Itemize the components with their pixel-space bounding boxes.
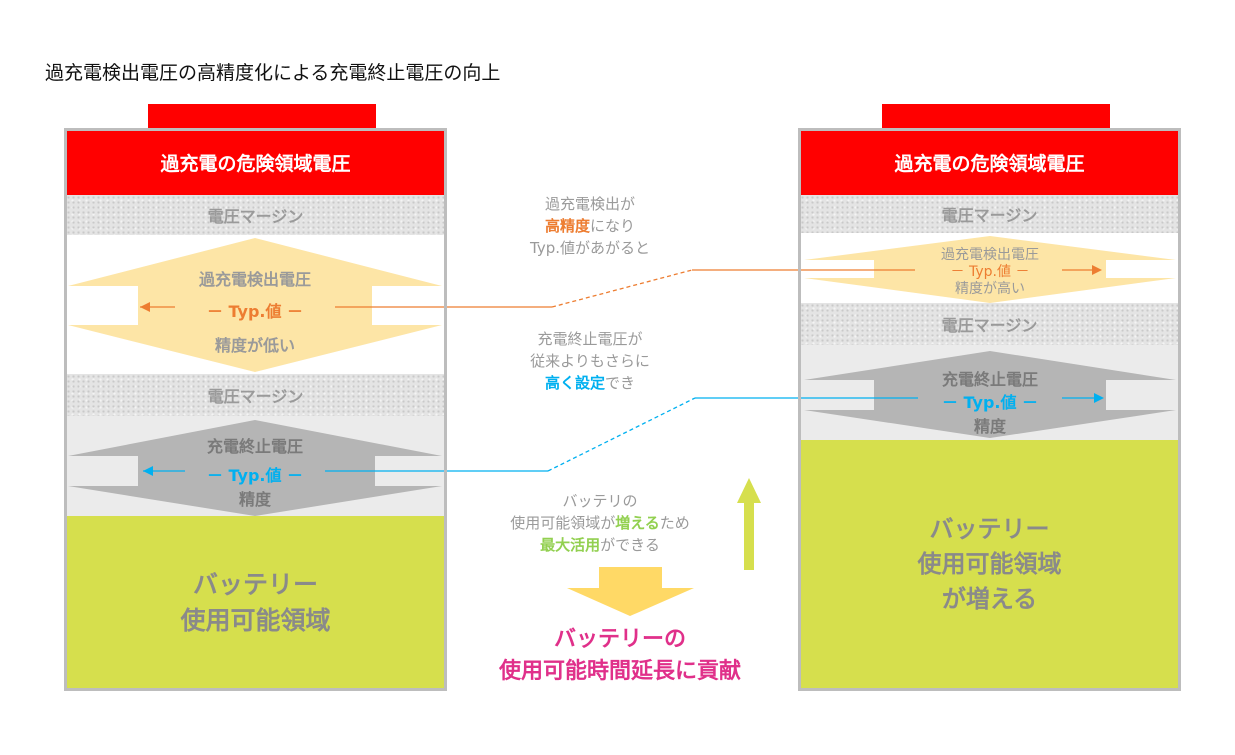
right-ovp-label: 過充電検出電圧 — [941, 247, 1039, 263]
note2-line1: 充電終止電圧が — [537, 330, 643, 348]
charge-typ-connector — [143, 393, 1104, 476]
left-usable-line2: 使用可能領域 — [180, 605, 331, 635]
note1-line1: 過充電検出が — [544, 195, 635, 213]
note3-highlight1: 増える — [615, 514, 660, 532]
right-usable-line3: が増える — [941, 585, 1038, 613]
left-charge-label: 充電終止電圧 — [206, 437, 304, 456]
note2-highlight: 高く設定 — [544, 374, 605, 392]
note2-line3-rest: でき — [605, 374, 636, 392]
note3-line3-rest: ができる — [600, 536, 660, 554]
note1-highlight: 高精度 — [544, 217, 590, 235]
result-line1: バッテリーの — [553, 627, 686, 652]
left-ovp-label: 過充電検出電圧 — [198, 270, 312, 289]
right-usable-line2: 使用可能領域 — [917, 550, 1062, 578]
right-margin-top: 電圧マージン — [800, 195, 1179, 233]
note3-line1: バッテリの — [562, 492, 638, 510]
up-arrow-icon — [737, 478, 761, 570]
left-charge-accuracy-arrow — [68, 420, 442, 516]
result-line2: 使用可能時間延長に貢献 — [498, 659, 741, 684]
right-charge-typ: － Typ.値 － — [941, 393, 1039, 412]
note-charge-voltage: 充電終止電圧が 従来よりもさらに 高く設定でき — [490, 328, 690, 394]
note1-line3: Typ.値があがると — [530, 239, 650, 257]
right-charge-accuracy: 精度 — [973, 417, 1007, 436]
left-margin-top: 電圧マージン — [66, 195, 445, 235]
right-charge-label: 充電終止電圧 — [941, 370, 1039, 389]
left-ovp-accuracy: 精度が低い — [214, 336, 296, 355]
left-ovp-typ: － Typ.値 － — [206, 302, 304, 321]
left-margin-mid: 電圧マージン — [66, 374, 445, 416]
note-ovp-accuracy: 過充電検出が 高精度になり Typ.値があがると — [490, 193, 690, 259]
down-arrow-icon — [567, 567, 694, 616]
note1-line2-rest: になり — [590, 217, 636, 235]
right-margin-mid: 電圧マージン — [800, 303, 1179, 345]
right-ovp-typ: － Typ.値 － — [950, 264, 1030, 280]
ovp-typ-connector — [140, 265, 1102, 312]
left-charge-typ: － Typ.値 － — [206, 466, 304, 485]
left-usable-line1: バッテリー — [192, 569, 318, 599]
right-charge-accuracy-arrow — [804, 351, 1176, 438]
note2-line2: 従来よりもさらに — [530, 352, 650, 370]
right-usable-area: バッテリー 使用可能領域 が増える — [800, 440, 1179, 689]
right-usable-line1: バッテリー — [929, 515, 1050, 543]
right-ovp-accuracy: 精度が高い — [955, 281, 1025, 297]
note-usable-area: バッテリの 使用可能領域が増えるため 最大活用ができる — [470, 490, 730, 556]
page-title: 過充電検出電圧の高精度化による充電終止電圧の向上 — [45, 62, 501, 84]
right-danger-zone: 過充電の危険領域電圧 — [800, 130, 1179, 195]
left-charge-accuracy: 精度 — [238, 490, 272, 509]
right-ovp-accuracy-arrow — [804, 236, 1176, 303]
left-ovp-accuracy-arrow — [68, 238, 442, 372]
note3-line2-pre: 使用可能領域が — [510, 514, 616, 532]
left-usable-area: バッテリー 使用可能領域 — [66, 516, 445, 689]
left-danger-zone: 過充電の危険領域電圧 — [66, 130, 445, 195]
result-text: バッテリーの 使用可能時間延長に貢献 — [455, 624, 785, 688]
note3-line2-post: ため — [659, 514, 690, 532]
note3-highlight2: 最大活用 — [540, 536, 601, 554]
